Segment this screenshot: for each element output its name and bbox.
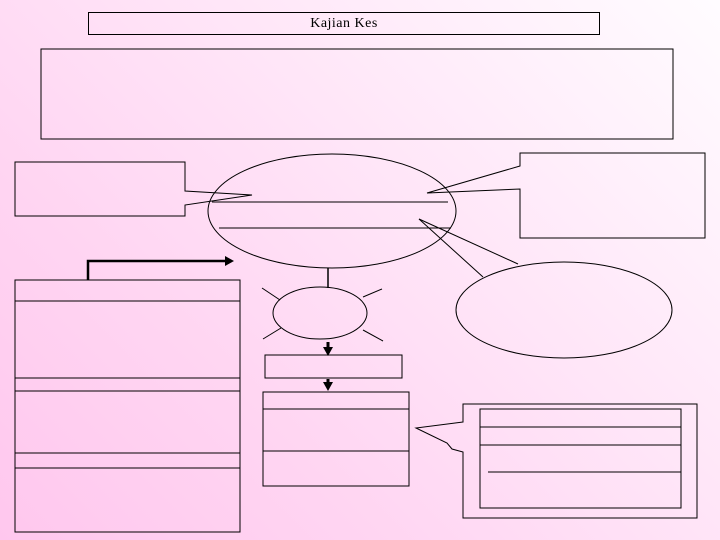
starburst-ray-lower-right [362,329,384,342]
slide-title-text: Kajian Kes [310,16,378,31]
tall-list-box [14,279,241,533]
process-box-small [264,354,403,379]
right-callout-box [426,152,706,239]
bottom-right-callout [414,403,698,519]
rows-box [262,391,410,487]
starburst-ray-lower-left [262,327,282,340]
left-callout-box [14,161,253,217]
bottom-right-inner-table [479,408,682,509]
starburst-ray-upper-left [261,287,281,301]
starburst-ray-upper-right [362,288,383,298]
elbow-arrow [86,256,234,280]
oval-callout [455,261,673,359]
slide-title-box: Kajian Kes [88,12,600,35]
oval-callout-tail-lower [418,218,484,278]
starburst-ellipse [272,286,368,340]
top-content-box [40,48,674,140]
oval-callout-tail-upper [418,218,519,265]
central-ellipse [207,153,457,269]
